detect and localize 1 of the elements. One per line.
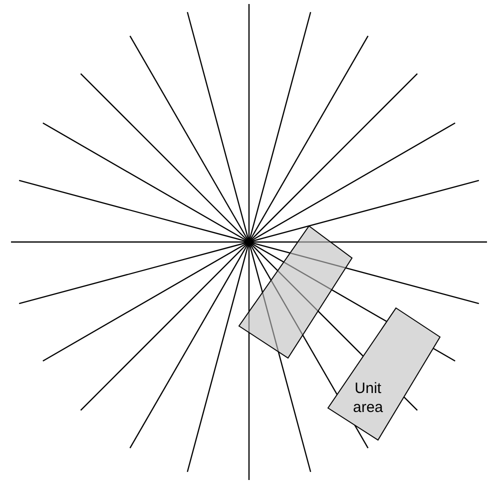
area-label: Unit area (352, 379, 384, 417)
